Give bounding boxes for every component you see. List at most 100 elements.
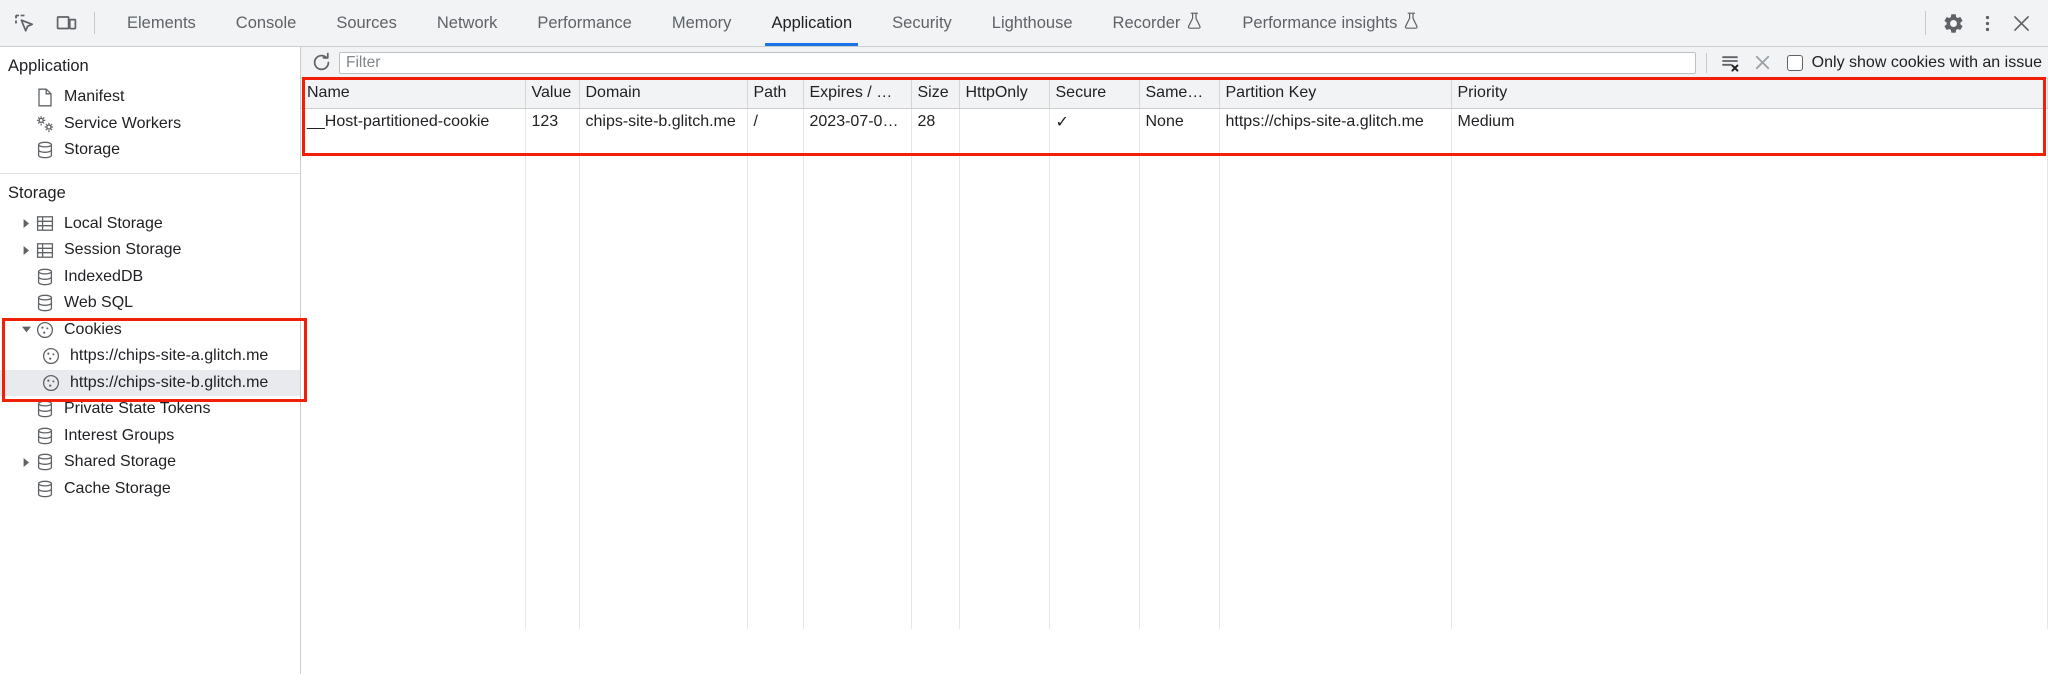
filler-cell: [1049, 455, 1140, 484]
chevron-down-icon[interactable]: [18, 322, 34, 338]
tab-performance[interactable]: Performance: [517, 0, 651, 46]
filler-cell: [579, 223, 748, 252]
filler-cell: [1451, 165, 2048, 194]
filler-cell: [1451, 542, 2048, 571]
filler-cell: [1139, 339, 1220, 368]
column-header-partition-key[interactable]: Partition Key: [1219, 79, 1452, 109]
tab-network[interactable]: Network: [417, 0, 518, 46]
filler-cell: [1219, 281, 1452, 310]
settings-icon[interactable]: [1936, 6, 1970, 40]
cell-domain[interactable]: chips-site-b.glitch.me: [579, 108, 748, 136]
sidebar-item-manifest[interactable]: Manifest: [0, 84, 300, 111]
sidebar-item-storage[interactable]: Storage: [0, 137, 300, 164]
sidebar-item-cache-storage[interactable]: Cache Storage: [0, 476, 300, 503]
column-header-httponly[interactable]: HttpOnly: [959, 79, 1050, 109]
cookie-icon: [40, 374, 62, 392]
sidebar-item-cookies-site-a[interactable]: https://chips-site-a.glitch.me: [0, 343, 300, 370]
cell-priority[interactable]: Medium: [1451, 108, 2048, 136]
filler-cell: [1049, 194, 1140, 223]
tab-elements[interactable]: Elements: [107, 0, 216, 46]
filler-cell: [1049, 513, 1140, 542]
application-sidebar: Application Manifest: [0, 47, 301, 674]
sidebar-item-label: Private State Tokens: [64, 400, 211, 418]
cell-partition-key[interactable]: https://chips-site-a.glitch.me: [1219, 108, 1452, 136]
tab-label: Sources: [336, 13, 397, 32]
sidebar-item-service-workers[interactable]: Service Workers: [0, 111, 300, 138]
cell-value[interactable]: 123: [525, 108, 580, 136]
cell-samesite[interactable]: None: [1139, 108, 1220, 136]
filler-cell: [1049, 339, 1140, 368]
filler-cell: [911, 165, 960, 194]
column-header-value[interactable]: Value: [525, 79, 580, 109]
table-row[interactable]: __Host-partitioned-cookie 123 chips-site…: [301, 108, 2048, 136]
filler-cell: [579, 455, 748, 484]
filler-cell: [301, 484, 526, 513]
cell-path[interactable]: /: [747, 108, 804, 136]
sidebar-item-web-sql[interactable]: Web SQL: [0, 290, 300, 317]
checkbox-box[interactable]: [1786, 54, 1803, 71]
filler-cell: [301, 513, 526, 542]
tab-security[interactable]: Security: [872, 0, 972, 46]
filler-cell: [911, 339, 960, 368]
filler-cell: [911, 310, 960, 339]
column-header-path[interactable]: Path: [747, 79, 804, 109]
tab-performance-insights[interactable]: Performance insights: [1222, 0, 1439, 46]
filler-cell: [959, 223, 1050, 252]
tab-sources[interactable]: Sources: [316, 0, 417, 46]
column-header-samesite[interactable]: SameSite: [1139, 79, 1220, 109]
clear-all-cookies-icon[interactable]: [1749, 50, 1777, 76]
sidebar-item-shared-storage[interactable]: Shared Storage: [0, 449, 300, 476]
column-header-priority[interactable]: Priority: [1451, 79, 2048, 109]
sidebar-item-interest-groups[interactable]: Interest Groups: [0, 423, 300, 450]
filler-cell: [911, 252, 960, 281]
chevron-right-icon[interactable]: [18, 454, 34, 470]
sidebar-item-session-storage[interactable]: Session Storage: [0, 237, 300, 264]
more-options-icon[interactable]: [1970, 6, 2004, 40]
close-devtools-icon[interactable]: [2004, 6, 2038, 40]
cell-size[interactable]: 28: [911, 108, 960, 136]
devtools-body: Application Manifest: [0, 47, 2048, 674]
filler-cell: [1451, 397, 2048, 426]
filler-cell: [525, 136, 580, 165]
sidebar-item-indexeddb[interactable]: IndexedDB: [0, 264, 300, 291]
cell-name[interactable]: __Host-partitioned-cookie: [301, 108, 526, 136]
database-icon: [34, 141, 56, 159]
column-header-size[interactable]: Size: [911, 79, 960, 109]
filler-cell: [803, 368, 912, 397]
sidebar-item-cookies[interactable]: Cookies: [0, 317, 300, 344]
column-header-secure[interactable]: Secure: [1049, 79, 1140, 109]
chevron-right-icon[interactable]: [18, 242, 34, 258]
cell-expires[interactable]: 2023-07-07…: [803, 108, 912, 136]
tab-application[interactable]: Application: [751, 0, 872, 46]
sidebar-item-label: IndexedDB: [64, 267, 144, 285]
filler-cell: [301, 281, 526, 310]
clear-filtered-cookies-icon[interactable]: [1717, 50, 1745, 76]
refresh-icon[interactable]: [307, 50, 335, 76]
inspect-element-icon[interactable]: [6, 5, 42, 41]
filler-cell: [911, 426, 960, 455]
cell-httponly[interactable]: [959, 108, 1050, 136]
column-header-expires[interactable]: Expires / M…: [803, 79, 912, 109]
tab-console[interactable]: Console: [216, 0, 317, 46]
toolbar-divider: [1925, 11, 1926, 35]
filler-cell: [1451, 600, 2048, 629]
filler-cell: [803, 310, 912, 339]
only-show-issues-checkbox[interactable]: Only show cookies with an issue: [1786, 54, 2042, 72]
tab-memory[interactable]: Memory: [652, 0, 752, 46]
search-input[interactable]: [339, 51, 1696, 74]
tab-recorder[interactable]: Recorder: [1093, 0, 1223, 46]
column-header-domain[interactable]: Domain: [579, 79, 748, 109]
tab-lighthouse[interactable]: Lighthouse: [972, 0, 1093, 46]
cell-secure[interactable]: ✓: [1049, 108, 1140, 136]
filler-cell: [525, 165, 580, 194]
filler-cell: [525, 542, 580, 571]
sidebar-item-local-storage[interactable]: Local Storage: [0, 211, 300, 238]
table-filler-row: [301, 600, 2048, 629]
sidebar-item-cookies-site-b[interactable]: https://chips-site-b.glitch.me: [0, 369, 300, 396]
column-header-name[interactable]: Name: [301, 79, 526, 109]
chevron-right-icon[interactable]: [18, 216, 34, 232]
sidebar-item-private-state-tokens[interactable]: Private State Tokens: [0, 396, 300, 423]
filler-cell: [1451, 339, 2048, 368]
filler-cell: [959, 339, 1050, 368]
device-toolbar-icon[interactable]: [48, 5, 84, 41]
